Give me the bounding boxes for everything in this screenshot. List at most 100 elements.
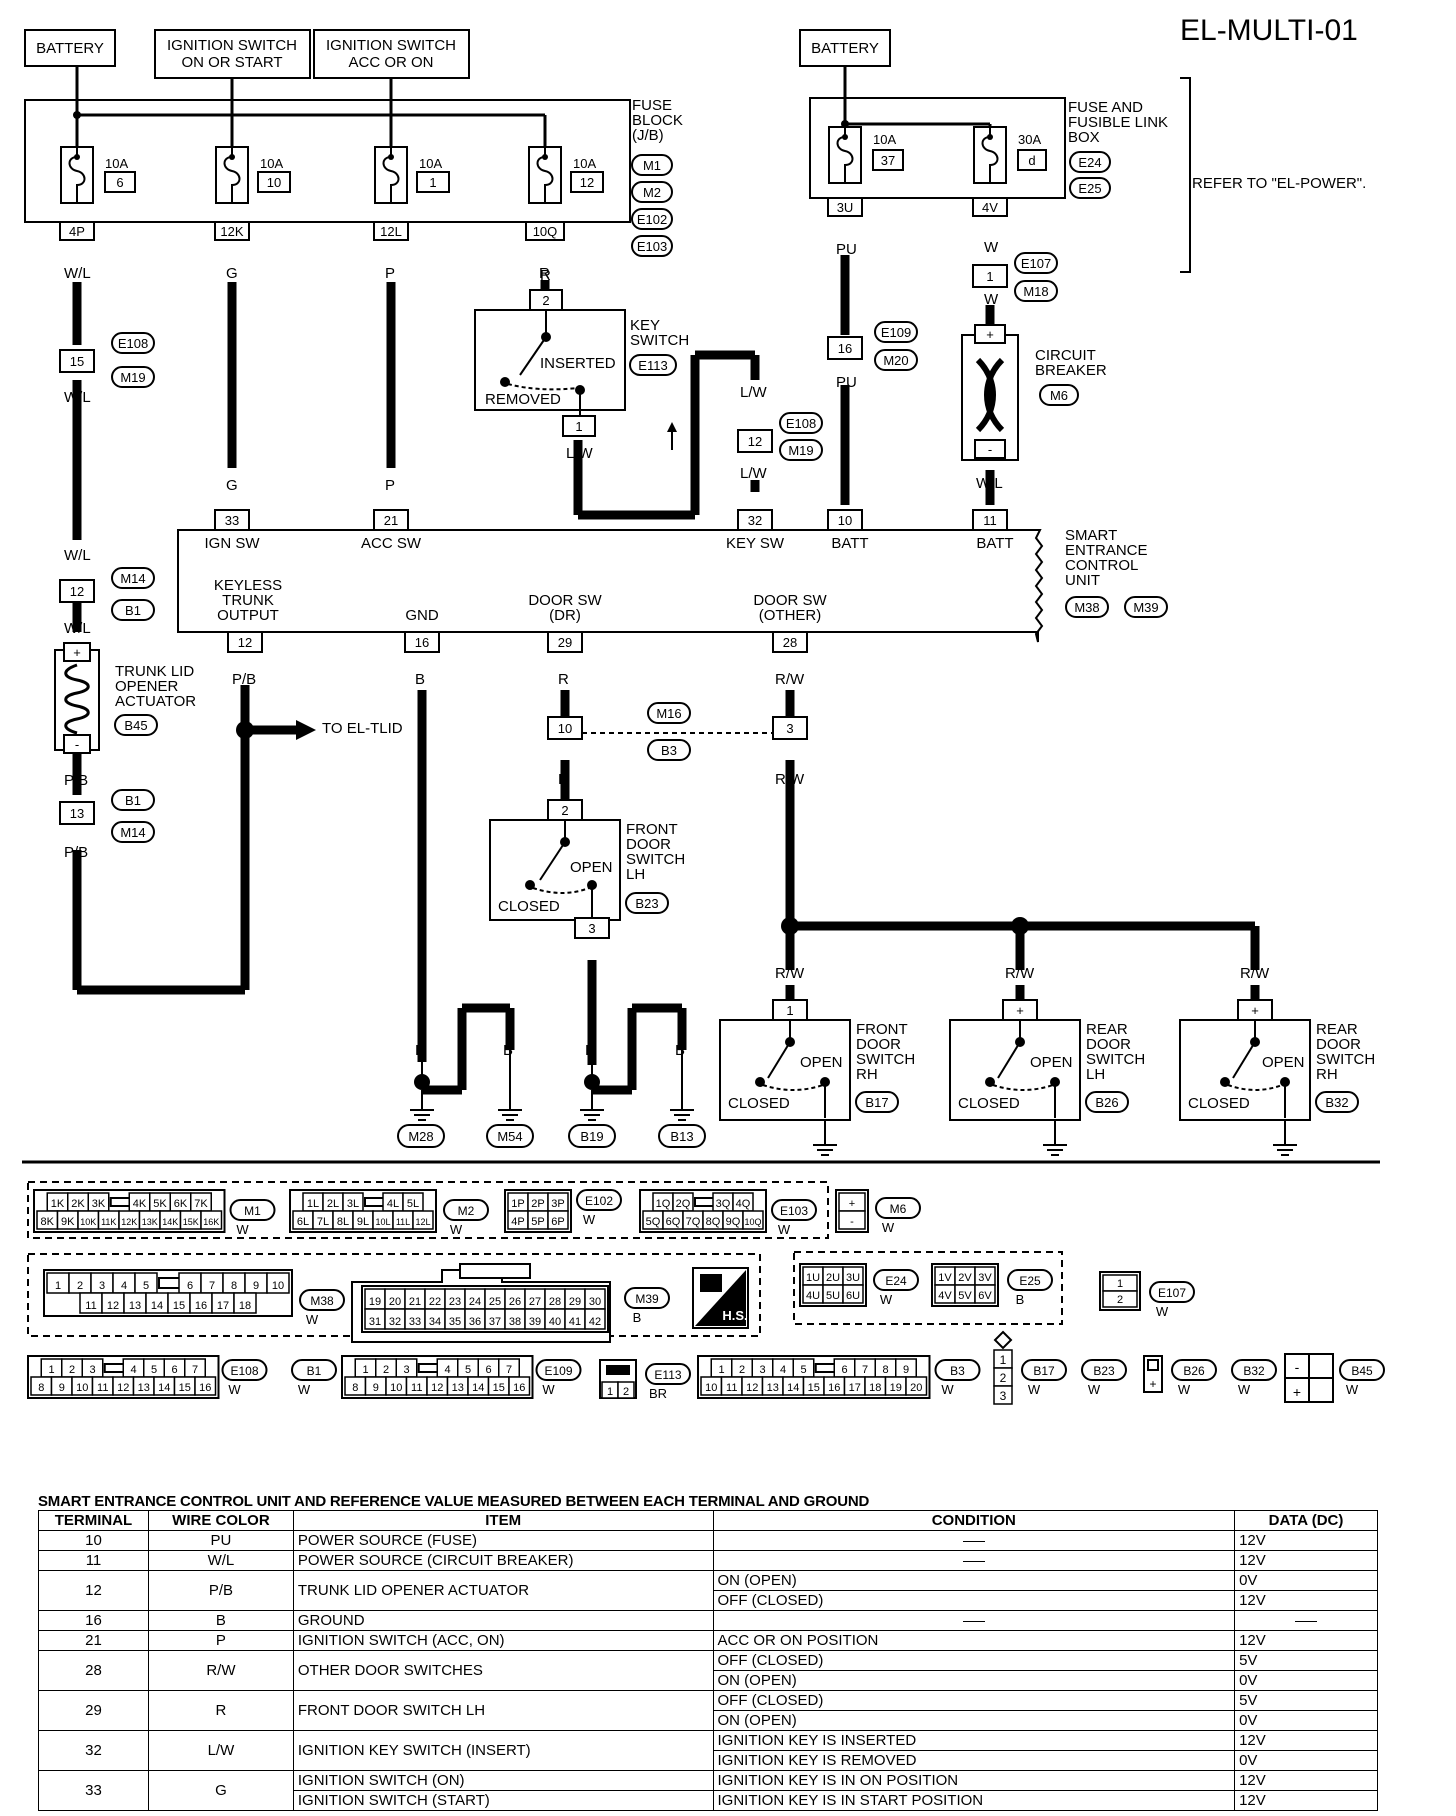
connector-pin: 14 xyxy=(158,1382,170,1394)
wire-gnd: B xyxy=(415,671,425,688)
fdrh-wire: R/W xyxy=(775,965,805,982)
connector-code: M6 xyxy=(890,1202,907,1216)
fdlh-label-3: SWITCH xyxy=(626,851,685,868)
connector-pin: 4U xyxy=(806,1290,820,1302)
gnd-wire-6: B xyxy=(675,1042,685,1059)
connector-pin: 8Q xyxy=(706,1216,721,1228)
b1i-conn: B1 xyxy=(125,793,141,808)
connector-pin: + xyxy=(849,1198,855,1210)
ign-acc-on-line1: IGNITION SWITCH xyxy=(326,37,456,54)
connector-color: W xyxy=(1028,1382,1041,1397)
rdlh-pin: + xyxy=(1016,1003,1024,1018)
connector-pin: 3K xyxy=(92,1198,106,1210)
cu-doordr-1: DOOR SW xyxy=(528,592,602,609)
circuit-breaker: + - xyxy=(961,324,1019,461)
e109-pin: 16 xyxy=(838,341,852,356)
connector-pin: 11L xyxy=(396,1217,410,1227)
connector-code: B32 xyxy=(1243,1364,1265,1378)
connector-pin: 15 xyxy=(173,1300,185,1312)
ignition-acc-on: IGNITION SWITCH ACC OR ON xyxy=(313,29,470,79)
connector-pin: 12 xyxy=(117,1382,129,1394)
connector-pin: 6 xyxy=(841,1364,847,1376)
gnd-wire-3: B xyxy=(503,1042,513,1059)
connector-pin: + xyxy=(1293,1384,1301,1400)
connector-pin: 3P xyxy=(551,1198,564,1210)
connector-pin: 2 xyxy=(1000,1371,1007,1385)
connector-pin: 6 xyxy=(187,1280,193,1292)
connector-pin: 7K xyxy=(194,1198,208,1210)
fuse-rating-10: 10A xyxy=(260,156,283,171)
ta-label-2: OPENER xyxy=(115,678,179,695)
m16-pin-right: 3 xyxy=(786,721,793,736)
connector-pin: 8 xyxy=(38,1382,44,1394)
connector-pin: 17 xyxy=(849,1382,861,1394)
cu-doorother-1: DOOR SW xyxy=(753,592,827,609)
connector-pin: 4P xyxy=(511,1216,524,1228)
connector-color: W xyxy=(1156,1304,1169,1319)
th-data: DATA (DC) xyxy=(1234,1510,1378,1531)
connector-pin: 2 xyxy=(623,1386,629,1398)
connector-pin: 7 xyxy=(192,1364,198,1376)
rdlh-closed: CLOSED xyxy=(958,1095,1020,1112)
connector-e107: 12 xyxy=(1099,1271,1141,1311)
connector-color: W xyxy=(1088,1382,1101,1397)
fuse-rating-12: 10A xyxy=(573,156,596,171)
cb-conn: M6 xyxy=(1050,388,1068,403)
cu-label-2: ENTRANCE xyxy=(1065,542,1148,559)
th-condition: CONDITION xyxy=(712,1510,1236,1531)
connector-pin: 9Q xyxy=(726,1216,741,1228)
cu-pin-32: 32 xyxy=(748,513,762,528)
cell-item: IGNITION KEY SWITCH (INSERT) xyxy=(292,1730,714,1771)
e107-pin: 1 xyxy=(986,269,993,284)
connector-pin: 8 xyxy=(882,1364,888,1376)
m16-pin-left: 10 xyxy=(558,721,572,736)
fdlh-label-1: FRONT xyxy=(626,821,678,838)
connector-pin: 11K xyxy=(101,1217,116,1227)
connector-pin: 38 xyxy=(509,1316,521,1328)
cu-label-4: UNIT xyxy=(1065,572,1100,589)
fuse-block-label-3: (J/B) xyxy=(632,127,664,144)
connector-code: B17 xyxy=(1033,1364,1055,1378)
connector-pin: 6K xyxy=(174,1198,188,1210)
table-row: 21 P IGNITION SWITCH (ACC, ON) ACC OR ON… xyxy=(38,1630,1378,1651)
table-row: 11 W/L POWER SOURCE (CIRCUIT BREAKER) 12… xyxy=(38,1550,1378,1571)
ks-pin-in: 2 xyxy=(542,293,549,308)
connector-pin: 5 xyxy=(151,1364,157,1376)
cell-terminal: 16 xyxy=(38,1610,149,1631)
connector-pin: 5 xyxy=(800,1364,806,1376)
gnd-wire-5: B xyxy=(627,1042,637,1059)
flb-rating-37: 10A xyxy=(873,132,896,147)
rdlh-open: OPEN xyxy=(1030,1054,1073,1071)
cell-item: POWER SOURCE (CIRCUIT BREAKER) xyxy=(292,1550,714,1571)
ta-label-1: TRUNK LID xyxy=(115,663,194,680)
flb-conn-e25: E25 xyxy=(1078,181,1101,196)
table-row: 10 PU POWER SOURCE (FUSE) 12V xyxy=(38,1530,1378,1551)
connector-pin: 9 xyxy=(59,1382,65,1394)
connector-color: W xyxy=(542,1382,555,1397)
cell-condition-dash xyxy=(712,1530,1236,1551)
connector-pin: 12 xyxy=(431,1382,443,1394)
gnd-wire-4: B xyxy=(585,1042,595,1059)
connector-pin: 6 xyxy=(171,1364,177,1376)
connector-pin: 1 xyxy=(55,1280,61,1292)
fdlh-conn: B23 xyxy=(635,896,658,911)
connector-pin: 3U xyxy=(846,1272,860,1284)
connector-pin: 13 xyxy=(452,1382,464,1394)
wire-fb-12l: P xyxy=(385,265,395,282)
fuse-rating-1: 10A xyxy=(419,156,442,171)
connector-pin: 31 xyxy=(369,1316,381,1328)
fuse-number-6: 6 xyxy=(116,175,123,190)
b1-pin: 13 xyxy=(70,806,84,821)
cu-label-3: CONTROL xyxy=(1065,557,1138,574)
connector-pin: 20 xyxy=(910,1382,922,1394)
connector-pin: 13 xyxy=(767,1382,779,1394)
connector-pin: 26 xyxy=(509,1296,521,1308)
connector-pin: 25 xyxy=(489,1296,501,1308)
cu-doorother-2: (OTHER) xyxy=(759,607,822,624)
connector-pin: 10 xyxy=(705,1382,717,1394)
cell-wire: P xyxy=(147,1630,294,1651)
cell-wire: R xyxy=(147,1690,294,1731)
wire-flb-3u: PU xyxy=(836,241,857,258)
connector-pin: 16 xyxy=(195,1300,207,1312)
